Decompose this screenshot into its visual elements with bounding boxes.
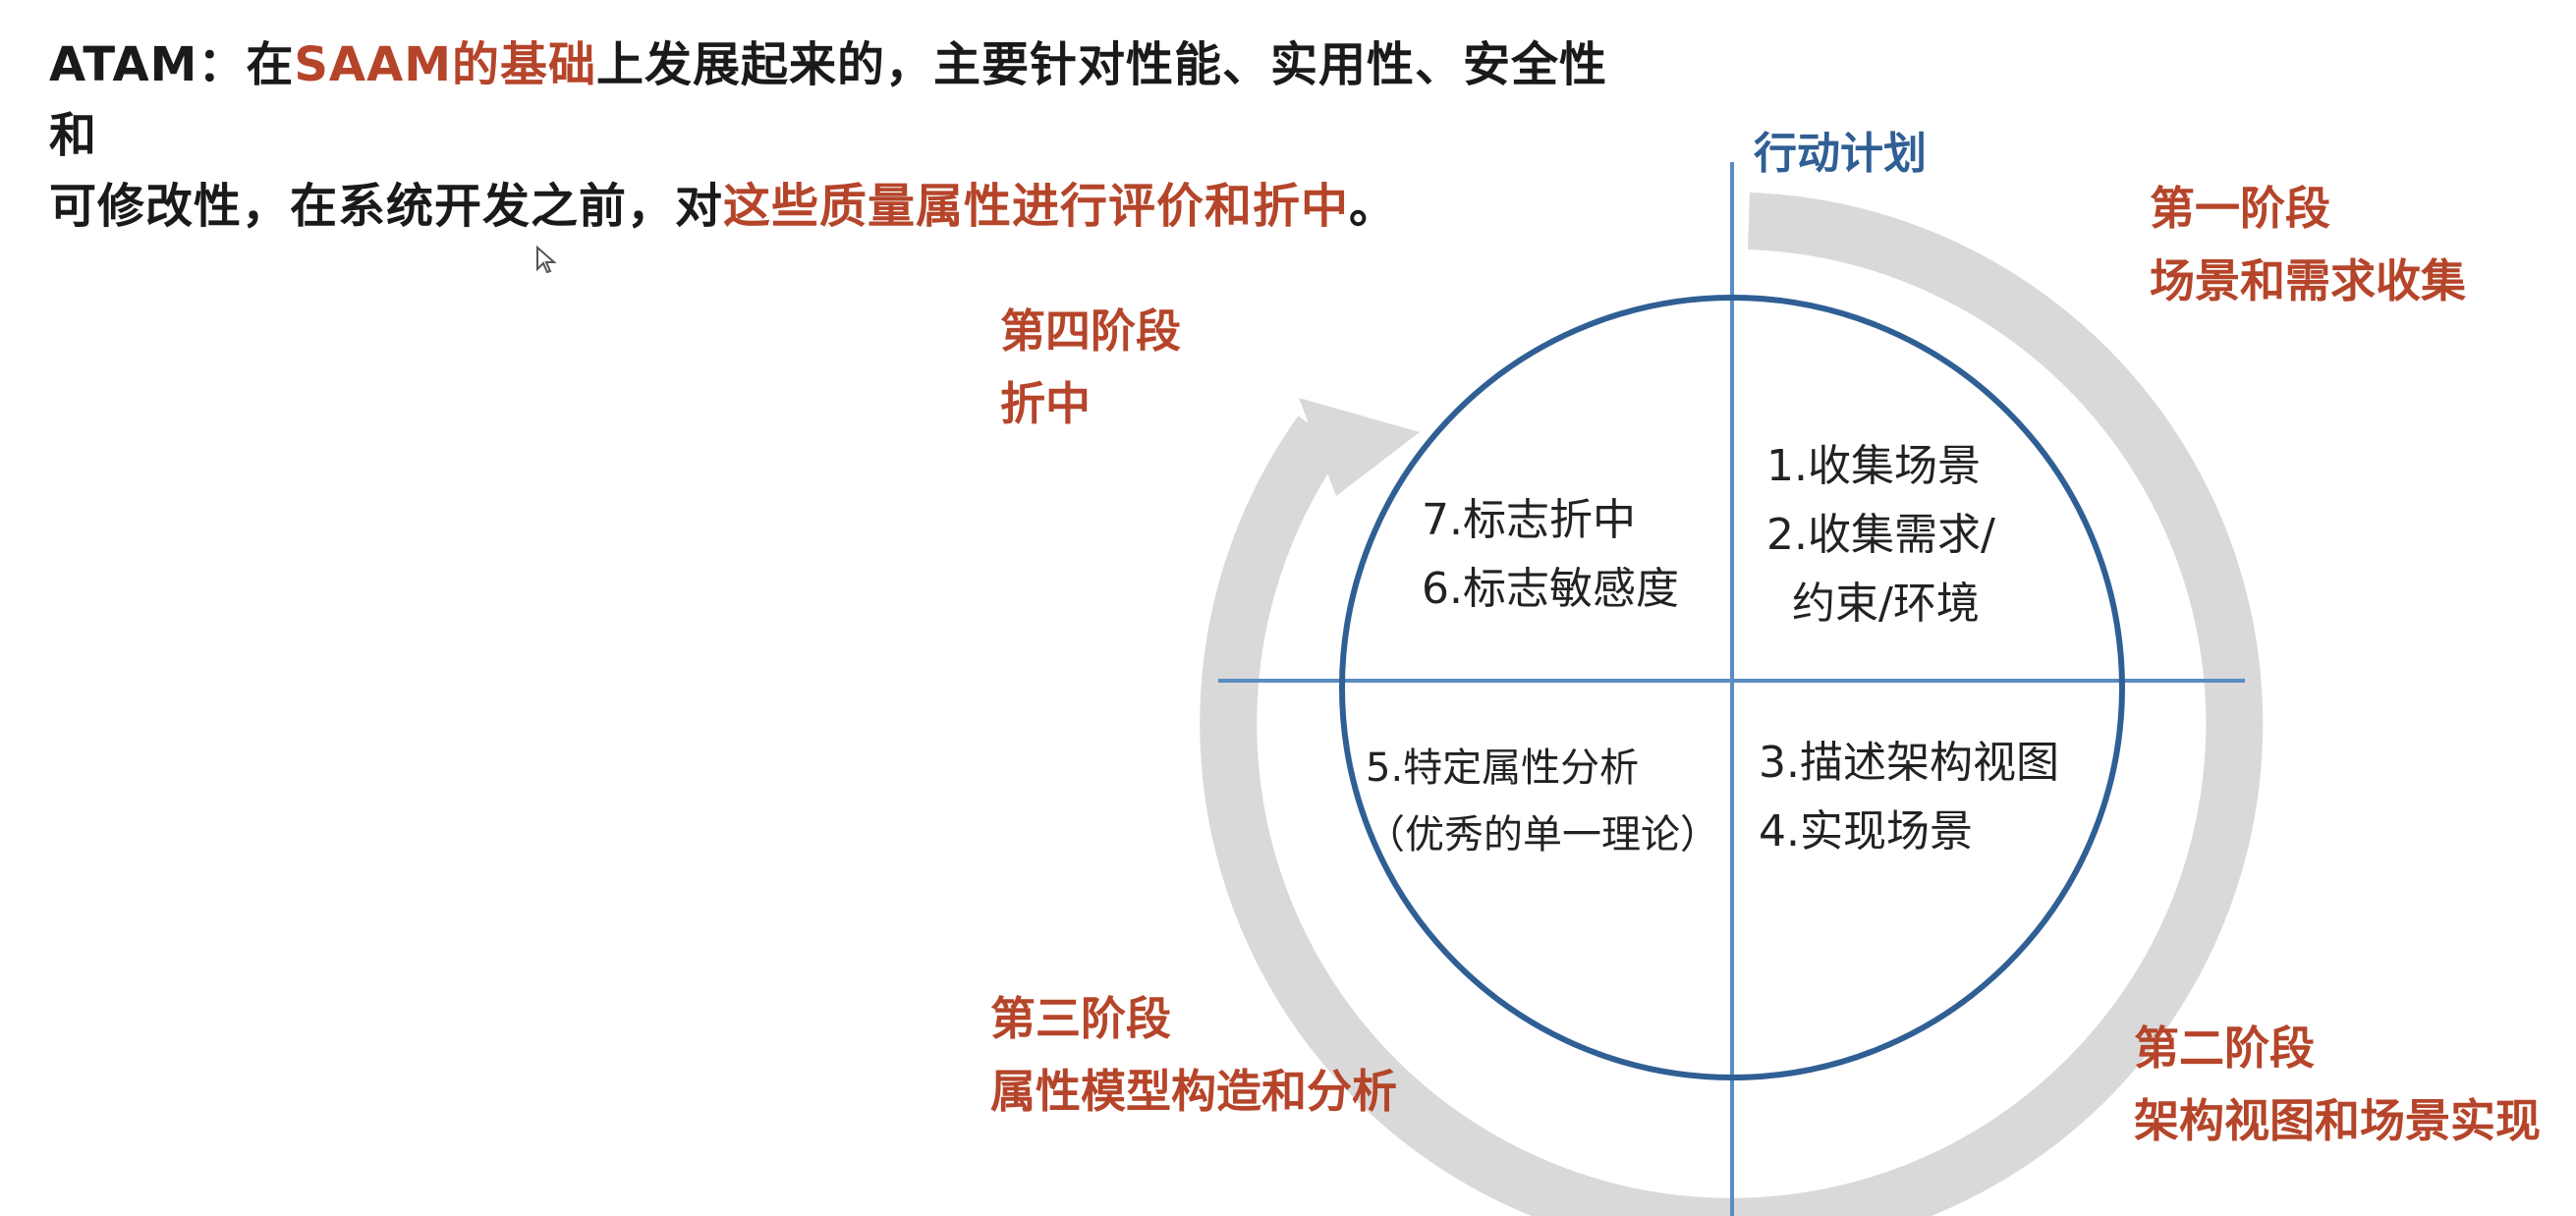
step-5-note: （优秀的单一理论） bbox=[1366, 812, 1719, 857]
step-6: 6.标志敏感度 bbox=[1422, 564, 1679, 614]
mouse-cursor-icon bbox=[536, 246, 557, 274]
intro-text: ATAM：在SAAM的基础上发展起来的，主要针对性能、实用性、安全性和 可修改性… bbox=[49, 29, 1621, 242]
axis-label-action-plan: 行动计划 bbox=[1754, 129, 1927, 179]
intro-line-1-prefix: ATAM：在 bbox=[49, 37, 295, 92]
intro-line-1: ATAM：在SAAM的基础上发展起来的，主要针对性能、实用性、安全性和 bbox=[49, 29, 1621, 171]
quadrant-top-left: 7.标志折中 6.标志敏感度 bbox=[1422, 486, 1679, 624]
stage-2-subtitle: 架构视图和场景实现 bbox=[2134, 1094, 2541, 1147]
quadrant-top-right: 1.收集场景 2.收集需求/ 约束/环境 bbox=[1766, 432, 1995, 638]
stage-2-label: 第二阶段 架构视图和场景实现 bbox=[2134, 1012, 2541, 1157]
intro-line-1-highlight: SAAM的基础 bbox=[294, 37, 596, 92]
intro-line-2-suffix: 。 bbox=[1349, 179, 1398, 234]
step-2: 2.收集需求/ bbox=[1766, 510, 1995, 560]
stage-4-subtitle: 折中 bbox=[1000, 377, 1091, 430]
quadrant-bottom-right: 3.描述架构视图 4.实现场景 bbox=[1759, 729, 2059, 866]
intro-line-2: 可修改性，在系统开发之前，对这些质量属性进行评价和折中。 bbox=[49, 171, 1621, 242]
stage-1-title: 第一阶段 bbox=[2150, 182, 2330, 235]
quadrant-bottom-left: 5.特定属性分析 （优秀的单一理论） bbox=[1366, 735, 1719, 868]
main-circle bbox=[1339, 295, 2125, 1080]
stage-1-subtitle: 场景和需求收集 bbox=[2150, 254, 2466, 307]
stage-3-label: 第三阶段 属性模型构造和分析 bbox=[990, 982, 1397, 1128]
stage-3-title: 第三阶段 bbox=[990, 992, 1171, 1045]
intro-line-2-highlight: 这些质量属性进行评价和折中 bbox=[723, 179, 1350, 234]
stage-3-subtitle: 属性模型构造和分析 bbox=[990, 1065, 1397, 1118]
stage-4-label: 第四阶段 折中 bbox=[1000, 295, 1181, 440]
step-3: 3.描述架构视图 bbox=[1759, 738, 2059, 788]
stage-2-title: 第二阶段 bbox=[2134, 1022, 2315, 1075]
cycle-ring bbox=[1200, 193, 2264, 1216]
intro-line-1-suffix: 上发展起来的，主要针对性能、实用性、安全性和 bbox=[49, 37, 1608, 163]
stage-1-label: 第一阶段 场景和需求收集 bbox=[2150, 172, 2466, 317]
intro-line-2-prefix: 可修改性，在系统开发之前，对 bbox=[49, 179, 724, 234]
cycle-arrow-head bbox=[1299, 398, 1420, 496]
step-2-continued: 约束/环境 bbox=[1792, 579, 1980, 629]
step-4: 4.实现场景 bbox=[1759, 806, 1973, 857]
stage-4-title: 第四阶段 bbox=[1000, 304, 1181, 358]
step-7: 7.标志折中 bbox=[1422, 495, 1636, 545]
step-5: 5.特定属性分析 bbox=[1366, 746, 1640, 791]
step-1: 1.收集场景 bbox=[1766, 441, 1981, 491]
